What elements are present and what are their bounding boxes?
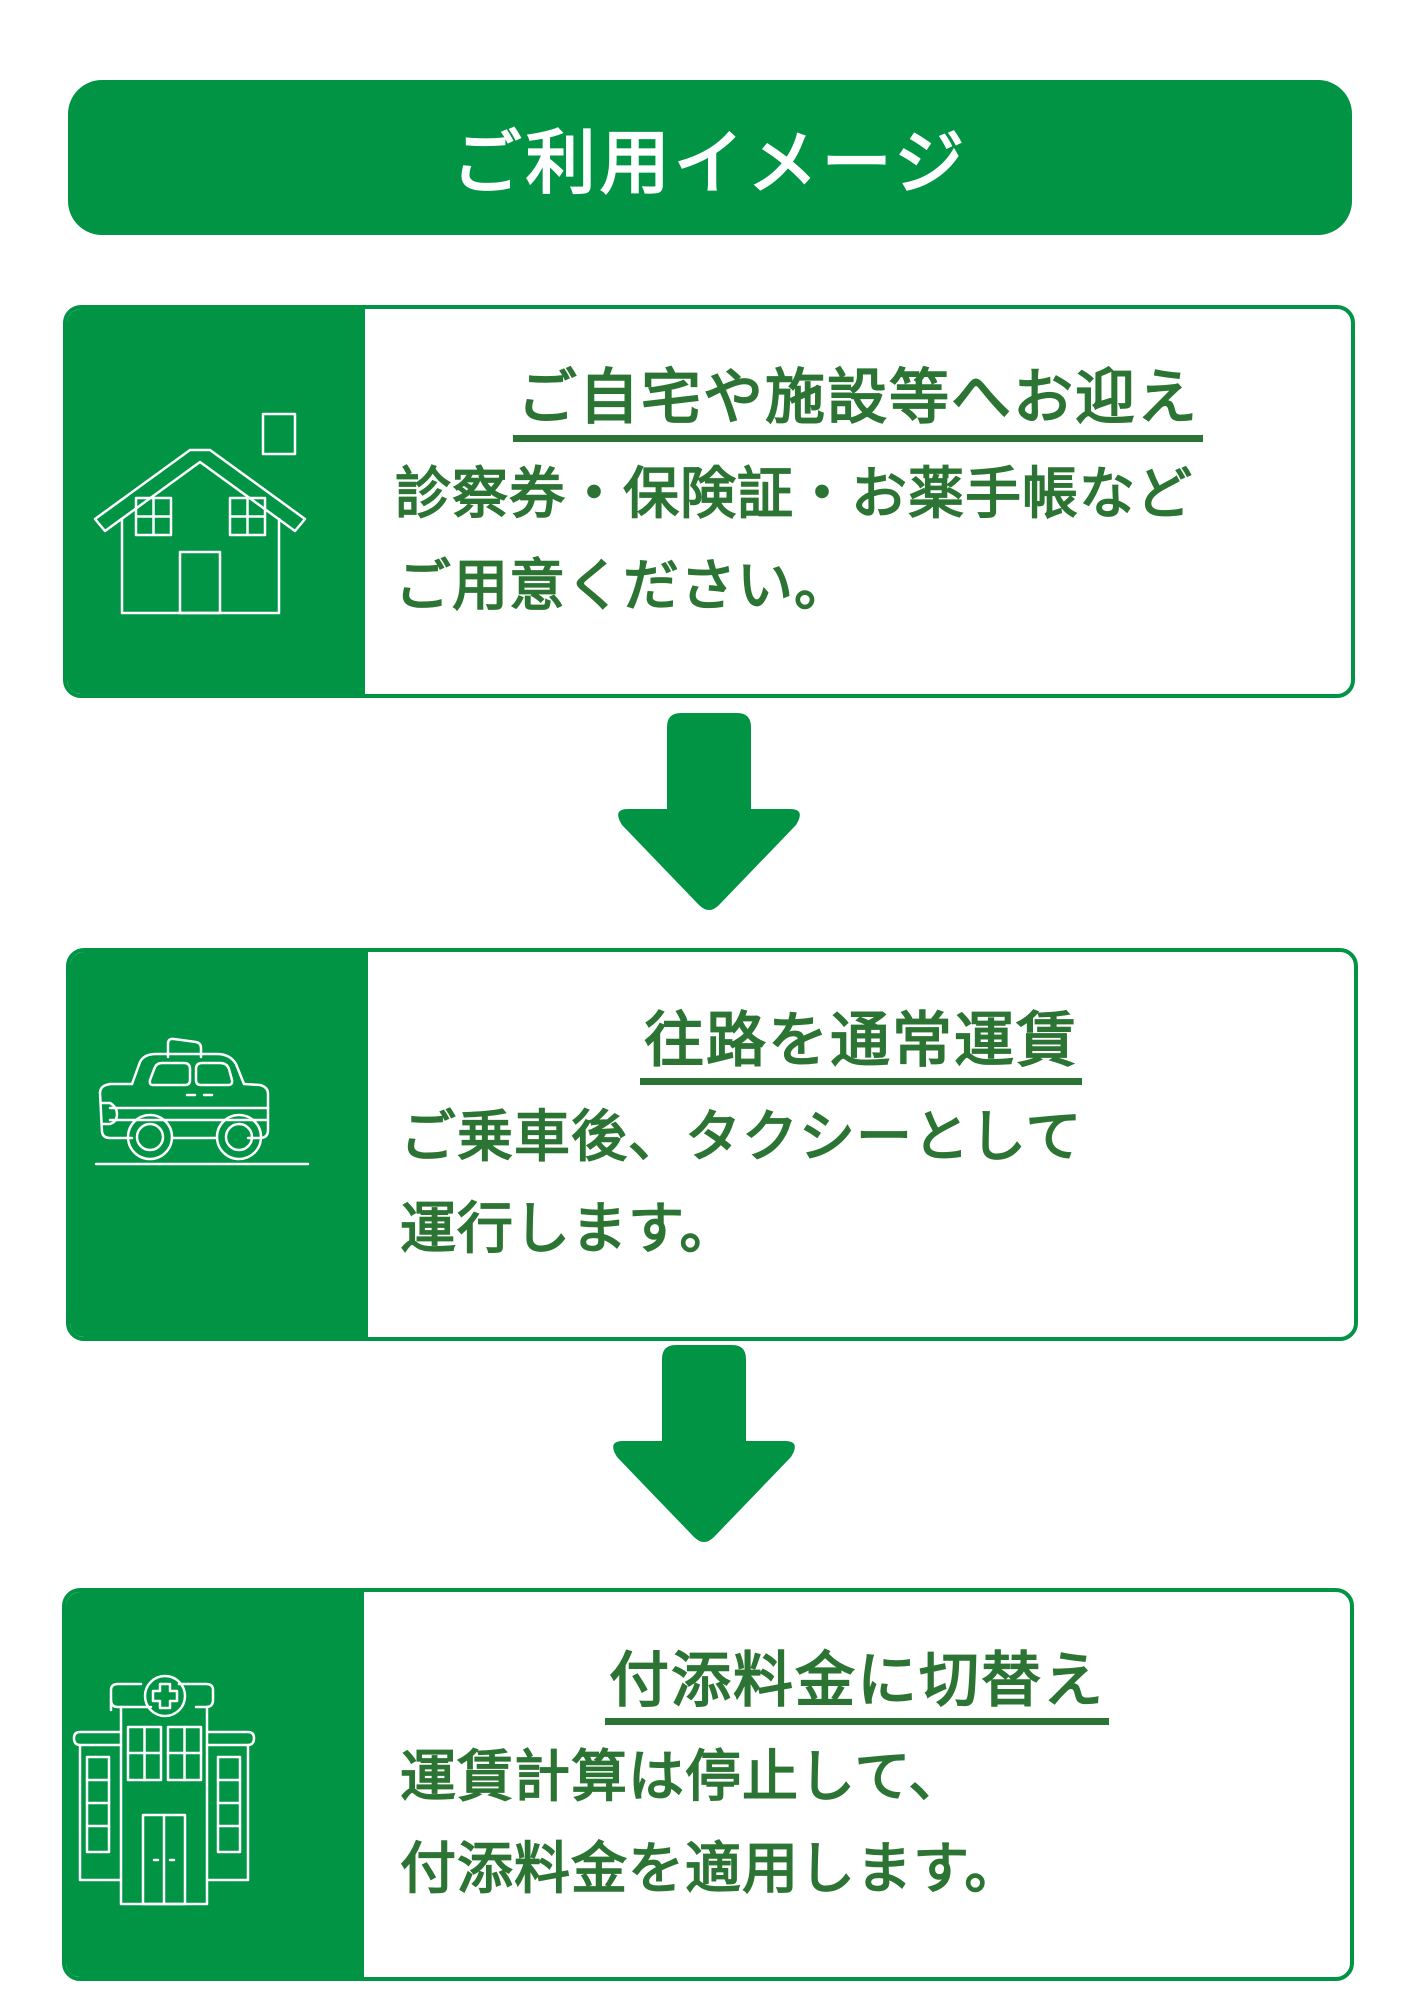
description-line: 診察券・保険証・お薬手帳など: [395, 462, 1193, 527]
step-content: 付添料金に切替え 運賃計算は停止して、 付添料金を適用します。: [364, 1592, 1350, 1977]
step-description: 診察券・保険証・お薬手帳など ご用意ください。: [395, 449, 1193, 633]
page-header: ご利用イメージ: [68, 80, 1352, 235]
step-card-outbound-fare: 往路を通常運賃 ご乗車後、タクシーとして 運行します。: [66, 948, 1358, 1341]
step-content: 往路を通常運賃 ご乗車後、タクシーとして 運行します。: [368, 952, 1354, 1337]
step-icon-panel: [66, 1592, 364, 1977]
description-line: ご用意ください。: [395, 554, 851, 619]
step-description: 運賃計算は停止して、 付添料金を適用します。: [400, 1732, 1021, 1916]
step-card-pickup: ご自宅や施設等へお迎え 診察券・保険証・お薬手帳など ご用意ください。: [63, 305, 1355, 698]
house-icon: [93, 412, 307, 615]
step-title: 付添料金に切替え: [364, 1632, 1350, 1725]
step-title: 往路を通常運賃: [368, 992, 1354, 1085]
step-title: ご自宅や施設等へお迎え: [365, 349, 1351, 442]
step-icon-panel: [67, 309, 365, 694]
step-card-attendance-fee: 付添料金に切替え 運賃計算は停止して、 付添料金を適用します。: [62, 1588, 1354, 1981]
step-content: ご自宅や施設等へお迎え 診察券・保険証・お薬手帳など ご用意ください。: [365, 309, 1351, 694]
description-line: 付添料金を適用します。: [400, 1837, 1022, 1902]
description-line: 運賃計算は停止して、: [400, 1745, 966, 1810]
down-arrow-icon: [613, 1345, 795, 1542]
down-arrow-icon: [618, 713, 800, 910]
description-line: ご乗車後、タクシーとして: [400, 1105, 1083, 1170]
hospital-icon: [72, 1674, 256, 1906]
page-title: ご利用イメージ: [451, 122, 969, 204]
step-description: ご乗車後、タクシーとして 運行します。: [400, 1092, 1082, 1276]
step-icon-panel: [70, 952, 368, 1337]
taxi-icon: [94, 1037, 310, 1166]
description-line: 運行します。: [400, 1197, 737, 1262]
